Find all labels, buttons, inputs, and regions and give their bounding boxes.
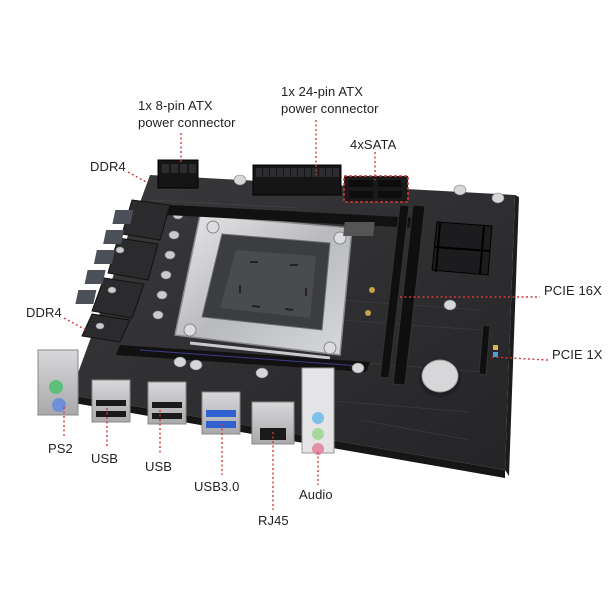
label-pcie-1x: PCIE 1X xyxy=(552,347,603,362)
label-ddr4-top: DDR4 xyxy=(90,159,126,174)
vrm-heatsinks xyxy=(75,199,184,343)
atx-24pin-connector xyxy=(252,164,342,196)
leader-lines xyxy=(63,120,549,510)
cpu-socket xyxy=(174,214,353,360)
m2-area xyxy=(343,222,375,316)
chipset-heatsink xyxy=(431,221,493,276)
label-8pin-line2: power connector xyxy=(138,115,236,130)
leader-pcie1 xyxy=(491,356,549,361)
capacitors xyxy=(173,174,505,379)
label-ps2: PS2 xyxy=(48,441,73,456)
pcie-1x-slot xyxy=(478,324,498,376)
atx-8pin-connector xyxy=(157,159,199,189)
label-usb3: USB3.0 xyxy=(194,479,240,494)
label-ddr4-bottom: DDR4 xyxy=(26,305,62,320)
label-sata: 4xSATA xyxy=(350,137,397,152)
leader-ddr4-top xyxy=(127,171,149,184)
cmos-battery xyxy=(419,359,461,397)
leader-ddr4-bottom xyxy=(63,317,87,331)
label-8pin-atx: 1x 8-pin ATX power connector xyxy=(138,97,236,131)
label-pcie-16x: PCIE 16X xyxy=(544,283,602,298)
label-audio: Audio xyxy=(299,487,333,502)
label-24pin-line1: 1x 24-pin ATX xyxy=(281,84,363,99)
label-usb-a: USB xyxy=(91,451,119,466)
label-8pin-line1: 1x 8-pin ATX xyxy=(138,98,213,113)
label-24pin-atx: 1x 24-pin ATX power connector xyxy=(281,83,379,117)
label-usb-b: USB xyxy=(145,459,173,474)
label-24pin-line2: power connector xyxy=(281,101,379,116)
sata-ports xyxy=(343,175,409,203)
pcie-16x-slot xyxy=(379,204,426,386)
label-rj45: RJ45 xyxy=(258,513,289,528)
